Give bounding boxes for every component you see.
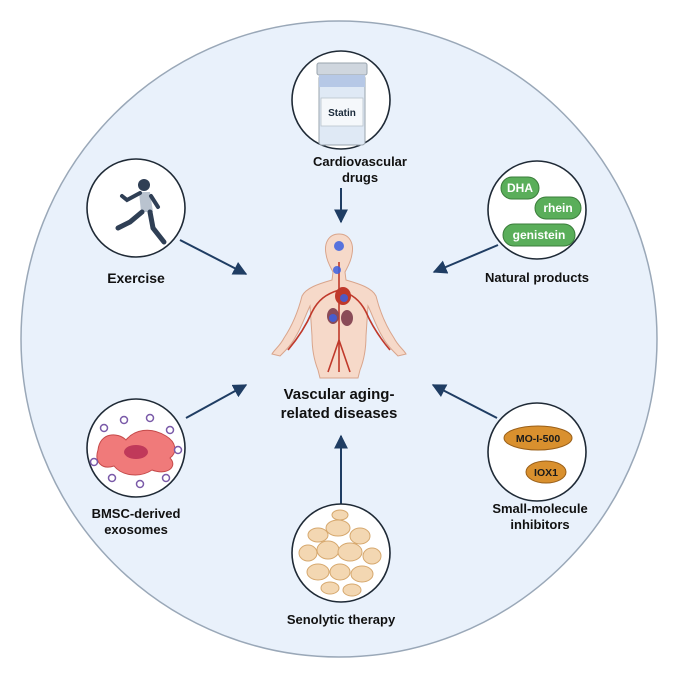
label-exercise: Exercise <box>107 270 165 286</box>
arrow-natural <box>432 244 499 274</box>
pill-dha: DHA <box>507 181 533 195</box>
label-small-molecule: Small-molecule inhibitors <box>492 501 588 532</box>
arrows <box>179 188 499 504</box>
center-label: Vascular aging- related diseases <box>280 386 398 422</box>
highlight-kidney <box>329 314 337 322</box>
pill-genistein: genistein <box>513 228 566 242</box>
small-molecule-pills: MO-I-500 IOX1 <box>503 425 573 484</box>
label-bmsc: BMSC-derived exosomes <box>91 506 181 537</box>
arrow-exercise <box>179 239 248 275</box>
natural-pills: DHA rhein genistein <box>500 176 582 247</box>
highlight-brain <box>334 241 344 251</box>
human-body-icon <box>271 233 407 379</box>
bmsc-cell-icon <box>89 413 183 489</box>
senolytic-cells-icon <box>298 509 382 597</box>
label-senolytic: Senolytic therapy <box>286 612 396 627</box>
label-natural-products: Natural products <box>484 270 589 285</box>
pill-mo-i-500: MO-I-500 <box>516 433 561 445</box>
highlight-neck <box>333 266 341 274</box>
runner-icon <box>115 179 167 245</box>
label-cardio: Cardiovascular drugs <box>313 154 407 185</box>
statin-vial-icon: Statin <box>316 62 368 146</box>
highlight-heart <box>340 294 348 302</box>
arrow-bmsc <box>185 384 248 419</box>
pill-iox1: IOX1 <box>534 467 558 479</box>
node-small-molecule-circle <box>487 402 587 502</box>
node-exercise-circle <box>86 158 186 258</box>
statin-label: Statin <box>328 108 356 119</box>
pill-rhein: rhein <box>543 201 572 215</box>
kidney-right-icon <box>341 310 353 326</box>
arrow-small-molecule <box>431 384 498 419</box>
